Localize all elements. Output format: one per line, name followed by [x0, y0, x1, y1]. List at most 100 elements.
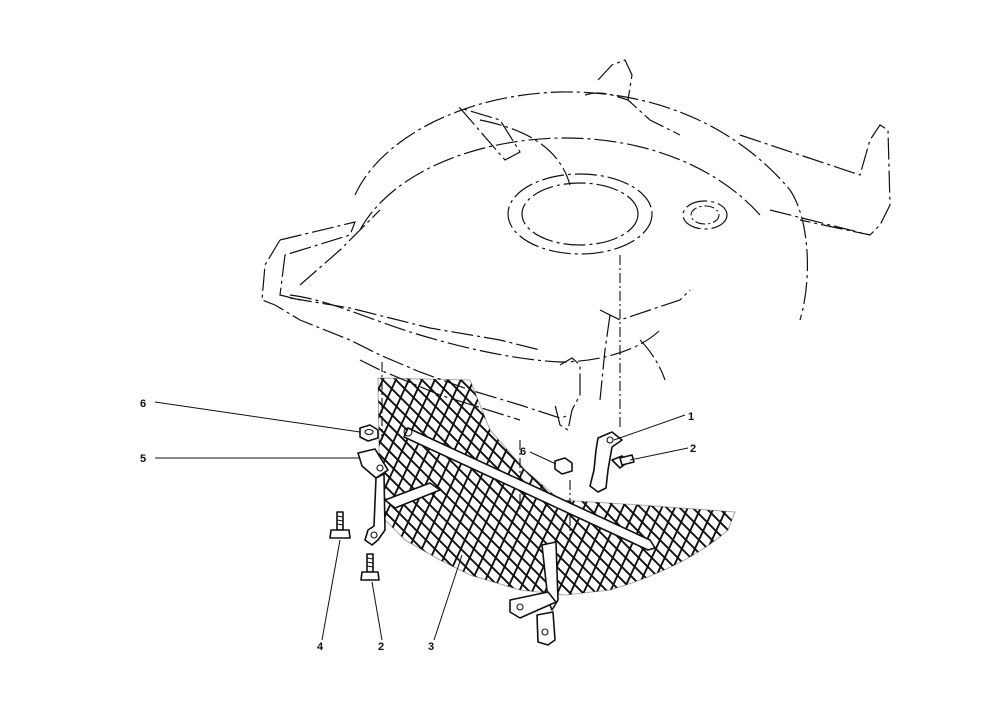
- mesh-wire: [622, 378, 735, 595]
- mesh-wire: [378, 378, 533, 595]
- mesh-wire: [909, 360, 1000, 620]
- mesh-wire: [883, 360, 1000, 620]
- mesh-wire: [51, 360, 171, 620]
- mesh-wire: [896, 360, 1000, 620]
- mesh-wire: [896, 360, 1000, 620]
- hex-nut-left: [359, 424, 379, 442]
- mesh-wire: [870, 360, 990, 620]
- mesh-wire: [64, 360, 324, 620]
- mesh-wire: [207, 360, 327, 620]
- mesh-wire: [909, 360, 1000, 620]
- mesh-wire: [766, 360, 886, 620]
- mesh-wire: [378, 378, 380, 595]
- mesh-wire: [753, 360, 873, 620]
- mesh-wire: [0, 360, 93, 620]
- mesh-wire: [857, 360, 977, 620]
- mesh-wire: [648, 378, 735, 595]
- mesh-wire: [753, 360, 1000, 620]
- mesh-wire: [596, 378, 718, 595]
- mesh-wire: [90, 360, 210, 620]
- mesh-wire: [116, 360, 236, 620]
- mesh-wire: [194, 360, 314, 620]
- mesh-wire: [378, 378, 458, 595]
- mesh-wire: [805, 360, 1000, 620]
- mesh-wire: [961, 360, 1000, 620]
- mesh-wire: [0, 360, 80, 620]
- mesh-wire: [922, 360, 1000, 620]
- mesh-wire: [378, 378, 393, 595]
- mesh-wire: [155, 360, 275, 620]
- mesh-wire: [674, 378, 735, 595]
- callout-1: 1: [688, 411, 694, 423]
- mesh-wire: [0, 360, 259, 620]
- mesh-wire: [987, 360, 1000, 620]
- mesh-wire: [661, 378, 735, 595]
- mesh-wire: [64, 360, 184, 620]
- mesh-wire: [740, 360, 1000, 620]
- mesh-wire: [713, 378, 735, 595]
- mesh-wire: [609, 378, 735, 595]
- callout-2-left: 2: [378, 641, 384, 653]
- mesh-wire: [870, 360, 1000, 620]
- mesh-wire: [38, 360, 298, 620]
- right-bracket: [589, 431, 623, 493]
- support-rod: [403, 427, 656, 551]
- mesh-wire: [90, 360, 350, 620]
- mesh-wire: [378, 378, 520, 595]
- mesh-wire: [726, 378, 735, 595]
- mesh-wire: [77, 360, 337, 620]
- mesh-wire: [648, 378, 735, 595]
- mesh-wire: [233, 360, 353, 620]
- mesh-wire: [142, 360, 262, 620]
- mesh-wire: [414, 378, 676, 595]
- bolt-right: [611, 454, 635, 469]
- mesh-wire: [818, 360, 1000, 620]
- mesh-wire: [544, 378, 666, 595]
- mesh-wire: [0, 360, 119, 620]
- mesh-wire: [116, 360, 376, 620]
- mesh-wire: [0, 360, 246, 620]
- mesh-wire: [961, 360, 1000, 620]
- mesh-wire: [246, 360, 366, 620]
- mesh-wire: [168, 360, 288, 620]
- mesh-wire: [713, 378, 735, 595]
- left-bracket: [357, 448, 441, 546]
- mesh-wire: [0, 360, 106, 620]
- callout-2-right: 2: [690, 443, 696, 455]
- mesh-wire: [12, 360, 132, 620]
- mesh-wire: [935, 360, 1000, 620]
- mesh-wire: [687, 378, 735, 595]
- callout-5: 5: [140, 453, 146, 465]
- mesh-wire: [779, 360, 1000, 620]
- mesh-wire: [77, 360, 197, 620]
- mesh-wire: [51, 360, 311, 620]
- callout-6-right: 6: [520, 446, 526, 458]
- mesh-wire: [948, 360, 1000, 620]
- mesh-wire: [974, 360, 1000, 620]
- mesh-wire: [831, 360, 1000, 620]
- mesh-wire: [635, 378, 735, 595]
- mesh-wire: [557, 378, 679, 595]
- lower-bracket: [509, 541, 559, 646]
- mesh-wire: [740, 360, 860, 620]
- mesh-wire: [378, 378, 419, 595]
- mesh-wire: [844, 360, 1000, 620]
- mesh-wire: [378, 378, 637, 595]
- mesh-wire: [378, 378, 572, 595]
- mesh-wire: [378, 378, 624, 595]
- mesh-wire: [805, 360, 925, 620]
- bolt-left-inner: [360, 553, 380, 581]
- mesh-wire: [378, 378, 585, 595]
- callout-4: 4: [317, 641, 324, 653]
- mesh-wire: [570, 378, 692, 595]
- mesh-wire: [948, 360, 1000, 620]
- callout-labels: 6 5 4 2 3 1 2 6: [140, 398, 696, 653]
- mesh-wire: [792, 360, 1000, 620]
- mesh-wire: [987, 360, 1000, 620]
- mesh-wire: [0, 360, 220, 620]
- mesh-wire: [935, 360, 1000, 620]
- bolt-left-outer: [329, 511, 351, 539]
- mesh-wire: [726, 378, 735, 595]
- mesh-wire: [687, 378, 735, 595]
